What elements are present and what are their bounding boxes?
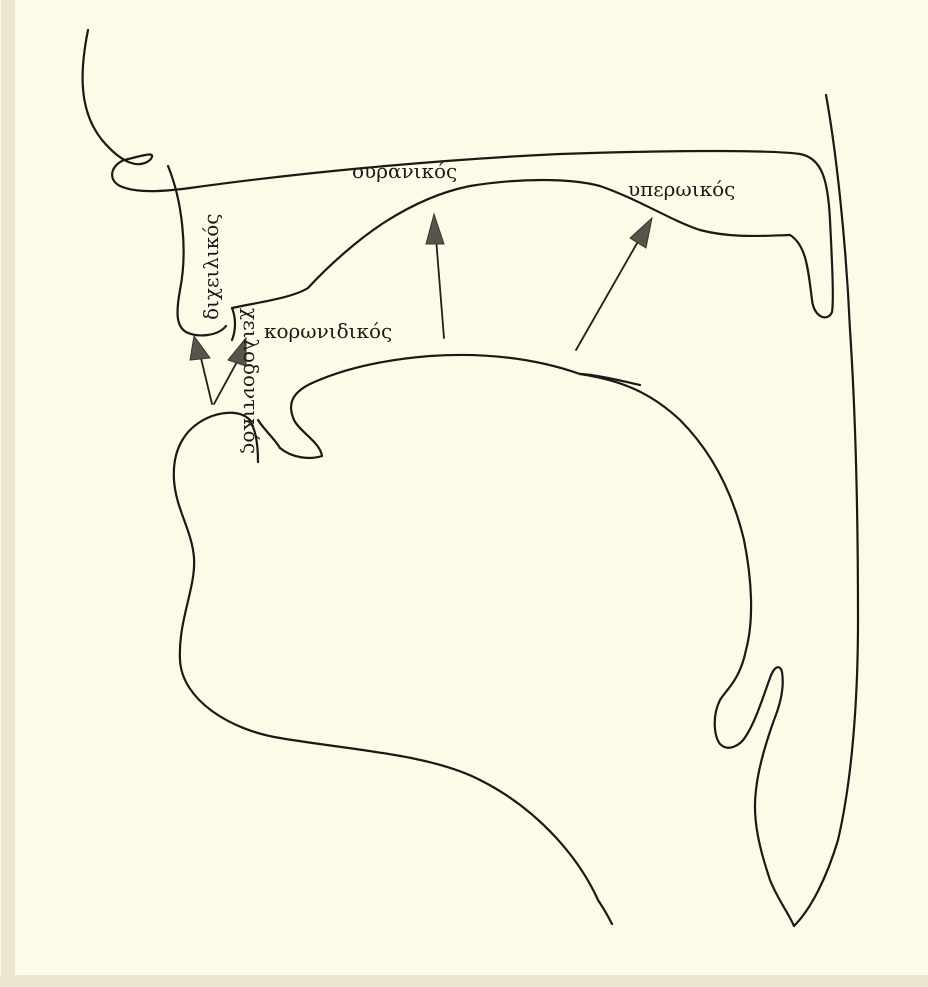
label-palatal: ουρανικός (352, 159, 457, 183)
label-bilabial: διχειλικός (199, 214, 223, 320)
label-labiodental: χειλοδοντικός (239, 308, 263, 454)
label-velar: υπερωικός (628, 177, 735, 201)
label-coronal: κορωνιδικός (264, 319, 392, 343)
